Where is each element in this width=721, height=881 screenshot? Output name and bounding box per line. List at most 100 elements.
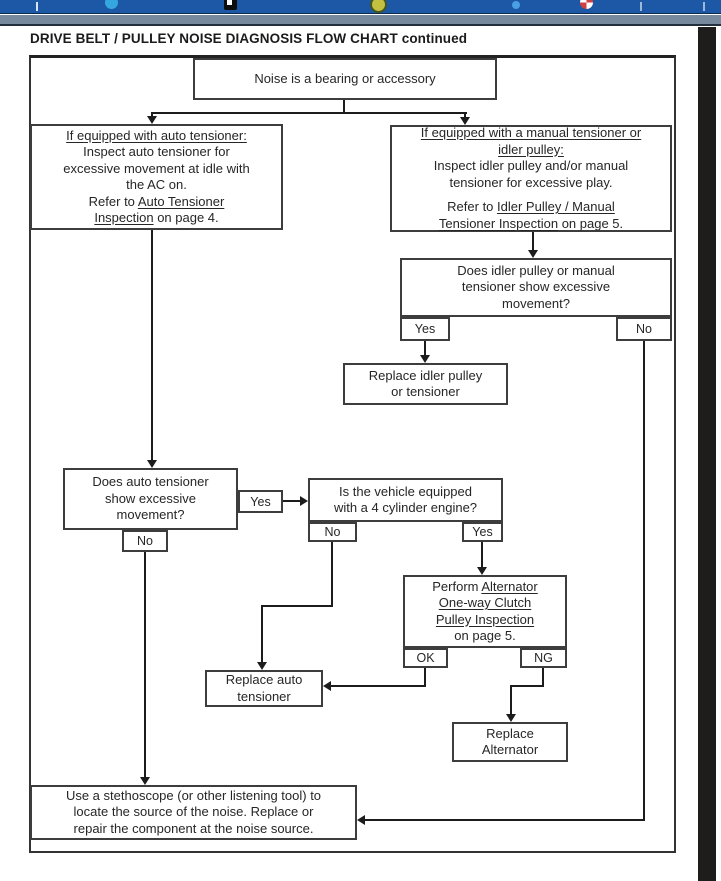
- pinwheel-icon[interactable]: [580, 0, 593, 9]
- arrowhead-down: [140, 777, 150, 785]
- connector-line: [331, 542, 333, 607]
- node-text: Alternator: [481, 742, 539, 757]
- connector-line: [532, 232, 534, 251]
- connector-line: [424, 668, 426, 687]
- page-edge-strip: [698, 27, 716, 881]
- label-text: No: [636, 322, 652, 336]
- node-stethoscope: Use a stethoscope (or other listening to…: [30, 785, 357, 840]
- connector-line: [481, 542, 483, 568]
- bird-icon[interactable]: [105, 0, 118, 9]
- refer-link: Alternator: [481, 578, 538, 594]
- dot-icon[interactable]: [512, 1, 520, 9]
- connector-line: [261, 605, 263, 663]
- node-text: Inspection on page 4.: [32, 210, 281, 227]
- refer-text: on page 5.: [558, 215, 624, 231]
- refer-link: Idler Pulley / Manual: [497, 199, 615, 214]
- arrowhead-left: [323, 681, 331, 691]
- node-text: movement?: [502, 295, 570, 311]
- label-yes: Yes: [238, 490, 283, 513]
- node-start: Noise is a bearing or accessory: [193, 58, 497, 100]
- page-title: DRIVE BELT / PULLEY NOISE DIAGNOSIS FLOW…: [30, 31, 468, 46]
- node-text: Replace: [486, 725, 534, 741]
- node-heading: If equipped with auto tensioner:: [66, 127, 247, 143]
- label-no: No: [122, 530, 168, 552]
- arrowhead-down: [460, 117, 470, 125]
- node-text: Perform: [432, 578, 482, 594]
- refer-text: Refer to: [88, 193, 138, 209]
- label-no: No: [616, 317, 672, 341]
- node-text: excessive movement at idle with: [63, 160, 250, 176]
- node-text: tensioner show excessive: [461, 279, 611, 295]
- node-text: Refer to Idler Pulley / Manual: [392, 199, 670, 216]
- refer-link: Inspection: [94, 210, 154, 225]
- node-q-auto: Does auto tensioner show excessive movem…: [63, 468, 238, 530]
- connector-line: [510, 685, 544, 687]
- arrowhead-down: [528, 250, 538, 258]
- node-text: the AC on.: [126, 177, 187, 192]
- arrowhead-down: [506, 714, 516, 722]
- node-text: locate the source of the noise. Replace …: [73, 804, 314, 820]
- node-text: Inspect idler pulley and/or manual: [433, 158, 629, 173]
- connector-line: [643, 341, 645, 821]
- browser-subtoolbar: [0, 15, 721, 26]
- node-text: Does idler pulley or manual: [457, 262, 615, 278]
- label-text: Yes: [472, 525, 493, 539]
- connector-line: [261, 605, 333, 607]
- node-perform-inspection: Perform Alternator One-way Clutch Pulley…: [403, 575, 567, 648]
- node-q-idler: Does idler pulley or manual tensioner sh…: [400, 258, 672, 317]
- label-ok: OK: [403, 648, 448, 668]
- node-text: Replace auto: [225, 672, 303, 687]
- toolbar-divider-icon: [703, 2, 705, 11]
- arrowhead-down: [147, 116, 157, 124]
- photo-icon-glyph: [227, 0, 232, 5]
- node-text: or tensioner: [391, 384, 460, 399]
- refer-link: Tensioner Inspection: [438, 215, 559, 231]
- connector-line: [343, 100, 345, 114]
- badge-icon[interactable]: [370, 0, 387, 13]
- browser-toolbar: [0, 0, 721, 14]
- node-text: Use a stethoscope (or other listening to…: [65, 787, 322, 803]
- node-text: show excessive: [104, 490, 197, 506]
- photo-icon[interactable]: [224, 0, 237, 10]
- node-replace-auto: Replace auto tensioner: [205, 670, 323, 707]
- label-text: OK: [416, 651, 435, 665]
- refer-link: Pulley Inspection: [435, 611, 535, 627]
- label-text: No: [137, 534, 153, 548]
- arrowhead-down: [420, 355, 430, 363]
- connector-line: [283, 500, 301, 502]
- node-q-4cyl: Is the vehicle equipped with a 4 cylinde…: [308, 478, 503, 522]
- node-text: Perform Alternator: [405, 579, 565, 596]
- label-text: Yes: [414, 322, 436, 336]
- node-text: movement?: [116, 507, 185, 523]
- refer-text: on page 4.: [153, 210, 219, 225]
- node-heading: idler pulley:: [498, 141, 564, 157]
- node-text: with a 4 cylinder engine?: [333, 500, 478, 515]
- node-text: Replace idler pulley: [368, 367, 483, 383]
- connector-line: [464, 112, 466, 117]
- arrowhead-down: [257, 662, 267, 670]
- label-text: NG: [534, 651, 553, 665]
- label-ng: NG: [520, 648, 567, 668]
- label-yes: Yes: [462, 522, 503, 542]
- refer-text: Refer to: [447, 199, 498, 214]
- node-replace-alternator: Replace Alternator: [452, 722, 568, 762]
- connector-line: [151, 230, 153, 461]
- tab-divider-icon: [36, 2, 38, 11]
- connector-line: [151, 112, 153, 117]
- node-text: Refer to Auto Tensioner: [32, 194, 281, 211]
- connector-line: [424, 341, 426, 356]
- node-text: Noise is a bearing or accessory: [254, 70, 436, 86]
- refer-link: Auto Tensioner: [137, 193, 225, 209]
- flowchart-frame: [29, 55, 676, 853]
- label-text: Yes: [250, 494, 271, 509]
- node-text: Tensioner Inspection on page 5.: [392, 216, 670, 233]
- arrowhead-left: [357, 815, 365, 825]
- connector-line: [151, 112, 467, 114]
- node-text: Is the vehicle equipped: [339, 483, 472, 499]
- node-manual-tensioner: If equipped with a manual tensioner or i…: [390, 125, 672, 232]
- arrowhead-down: [147, 460, 157, 468]
- label-no: No: [308, 522, 357, 542]
- connector-line: [542, 668, 544, 687]
- label-yes: Yes: [400, 317, 450, 341]
